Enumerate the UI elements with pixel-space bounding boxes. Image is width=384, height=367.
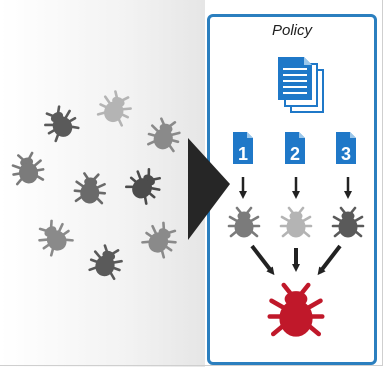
bug-icon	[281, 208, 311, 237]
arrow-down-icon	[320, 246, 340, 272]
bug-icon	[140, 218, 181, 259]
bug-icon	[229, 208, 259, 237]
arrow-down-icon	[252, 246, 272, 272]
bug-icon	[74, 173, 106, 205]
result-bug-icon	[270, 285, 323, 336]
bug-icon	[333, 208, 363, 237]
bug-icon	[10, 152, 45, 186]
bug-icon	[124, 164, 166, 205]
bug-icon	[96, 88, 135, 127]
chevron-right-icon	[188, 138, 230, 240]
policy-number-3: 3	[341, 144, 351, 164]
bug-icon	[40, 103, 80, 143]
bug-icon	[146, 117, 182, 153]
document-stack-icon	[278, 57, 323, 112]
bug-icon	[87, 243, 125, 281]
policy-number-2: 2	[290, 144, 300, 164]
bug-icon	[34, 216, 75, 257]
policy-number-1: 1	[238, 144, 248, 164]
